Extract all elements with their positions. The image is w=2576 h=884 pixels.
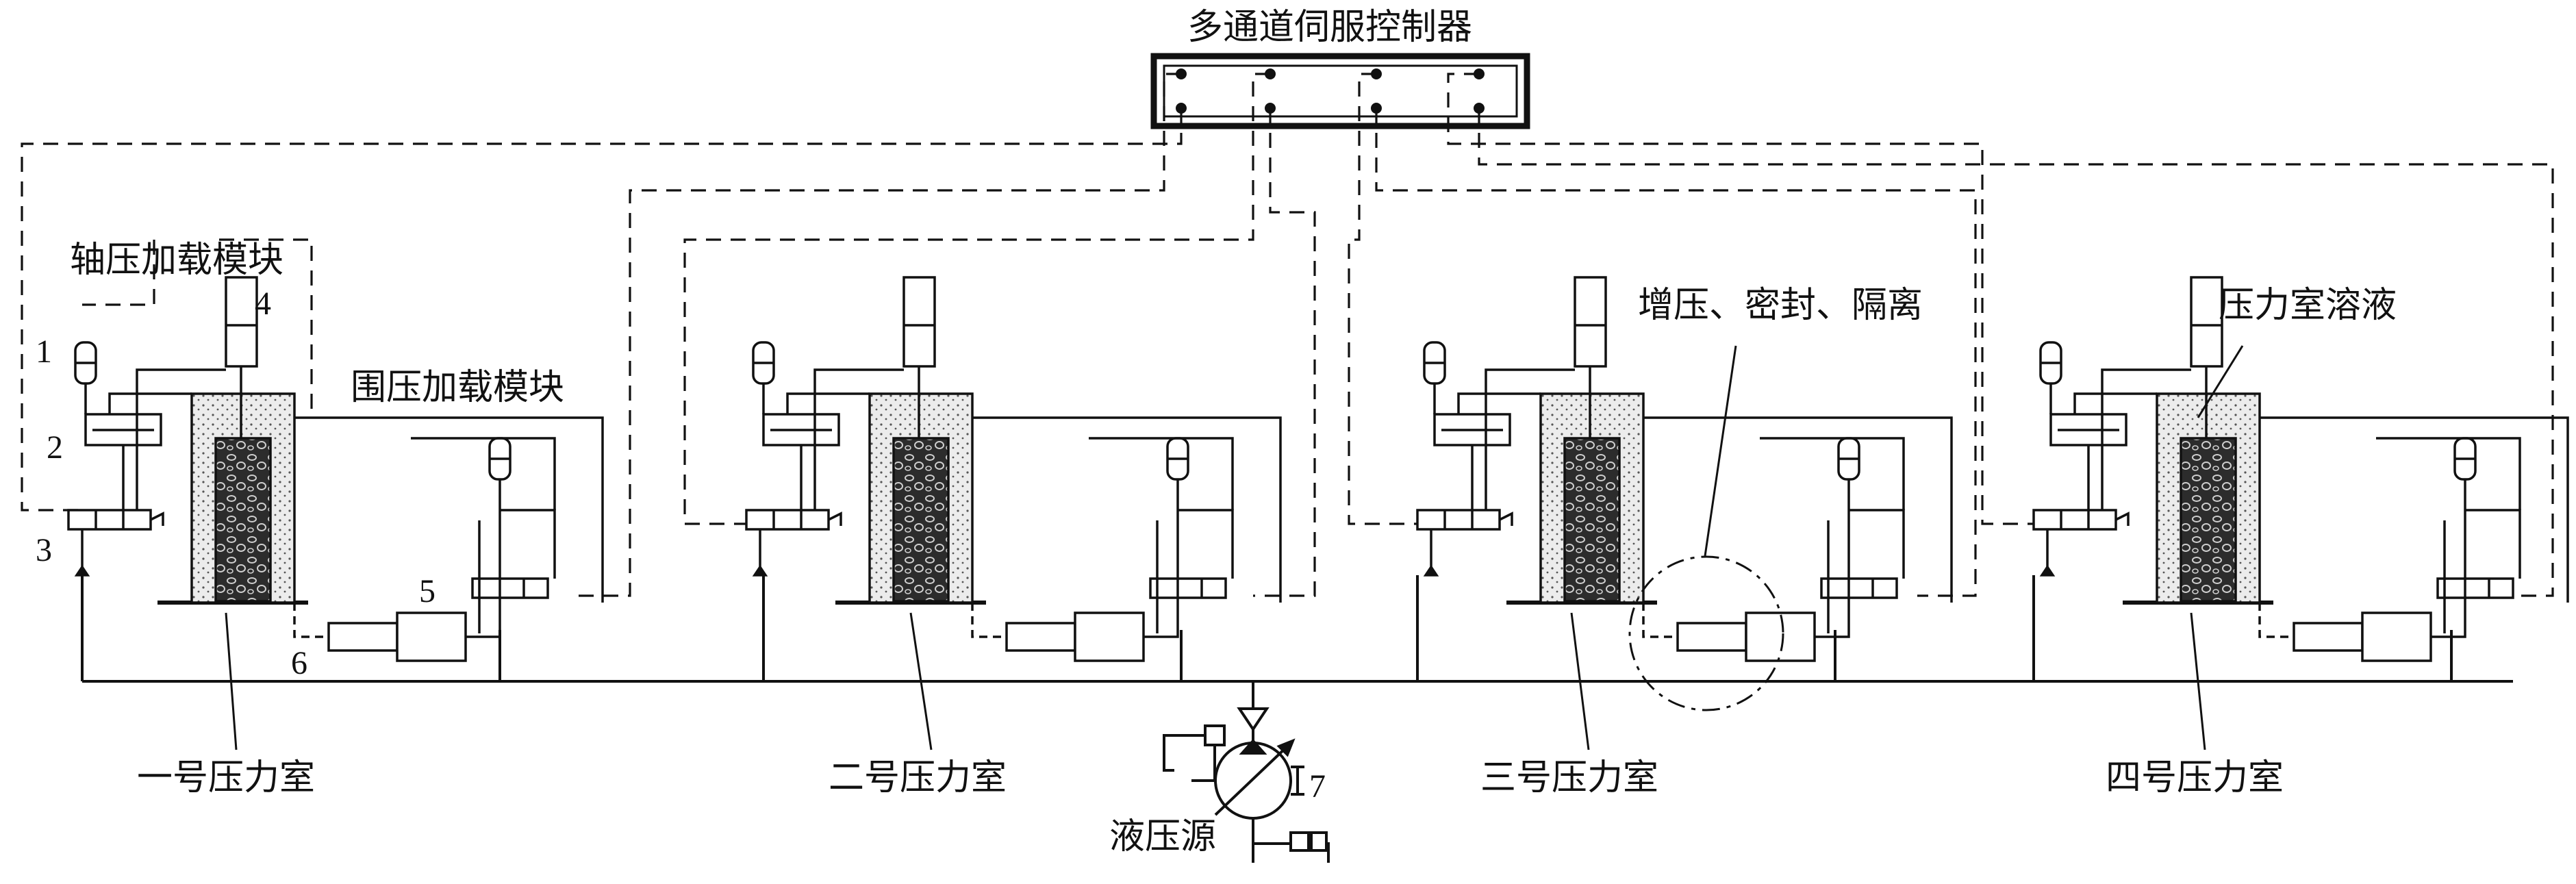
rock-specimen bbox=[2180, 437, 2237, 603]
chamber-3-label: 三号压力室 bbox=[1480, 757, 1659, 798]
axial-module-label: 轴压加载模块 bbox=[70, 240, 284, 281]
chamber-fluid-leader bbox=[2197, 345, 2244, 418]
part-number-7: 7 bbox=[1309, 768, 1326, 805]
check-valve-icon bbox=[1237, 707, 1270, 732]
hydraulic-source-label: 液压源 bbox=[1109, 816, 1217, 857]
servo-valve-icon bbox=[1416, 509, 1501, 531]
booster-large-cylinder bbox=[396, 611, 467, 662]
axial-actuator bbox=[225, 276, 258, 368]
signal-line-4-outer bbox=[1447, 73, 2034, 525]
signal-line-2-inner bbox=[1253, 108, 1316, 597]
booster-seal-callout bbox=[1628, 345, 1784, 711]
booster-large-cylinder bbox=[1074, 611, 1145, 662]
booster-large-cylinder bbox=[2361, 611, 2432, 662]
booster-small-cylinder bbox=[1676, 622, 1747, 652]
signal-line-2-outer bbox=[683, 73, 1270, 525]
relief-valve-icon bbox=[1204, 724, 1226, 746]
part-number-4: 4 bbox=[255, 286, 271, 322]
chamber-assembly-4 bbox=[2032, 276, 2569, 662]
chamber-2-label: 二号压力室 bbox=[829, 757, 1007, 798]
signal-line-1-inner bbox=[572, 73, 1181, 597]
hydraulic-source bbox=[1163, 707, 1330, 863]
rock-specimen bbox=[892, 437, 950, 603]
main-supply-line bbox=[81, 575, 2513, 709]
chamber-1-label: 一号压力室 bbox=[137, 757, 316, 798]
signal-lines bbox=[21, 73, 2554, 597]
part-number-3: 3 bbox=[36, 532, 52, 568]
chamber-assembly-3 bbox=[1416, 276, 1953, 662]
part-number-1: 1 bbox=[36, 333, 52, 370]
chamber-groups bbox=[67, 276, 2569, 662]
confining-servo-valve-icon bbox=[1149, 577, 1227, 599]
chamber-fluid-label: 压力室溶液 bbox=[2219, 285, 2397, 326]
signal-line-3-inner bbox=[1375, 108, 1977, 597]
chamber-4-label: 四号压力室 bbox=[2106, 757, 2284, 798]
signal-line-1-aux bbox=[219, 238, 313, 411]
chamber-assembly-2 bbox=[745, 276, 1282, 662]
servo-valve-icon bbox=[67, 509, 152, 531]
booster-seal-label: 增压、密封、隔离 bbox=[1638, 285, 1923, 326]
controller-title: 多通道伺服控制器 bbox=[1187, 7, 1473, 48]
booster-small-cylinder bbox=[327, 622, 399, 652]
chamber-assembly-1 bbox=[67, 276, 604, 662]
controller-box bbox=[1150, 53, 1530, 129]
servo-valve-icon bbox=[2032, 509, 2117, 531]
confining-servo-valve-icon bbox=[471, 577, 549, 599]
chamber-label-leaders bbox=[225, 612, 2206, 750]
confining-servo-valve-icon bbox=[1820, 577, 1898, 599]
booster-small-cylinder bbox=[1005, 622, 1076, 652]
part-number-6: 6 bbox=[291, 645, 307, 681]
signal-line-4-inner bbox=[1478, 108, 2554, 597]
booster-large-cylinder bbox=[1745, 611, 1816, 662]
part-number-2: 2 bbox=[47, 429, 63, 466]
part-number-5: 5 bbox=[419, 573, 435, 609]
rock-specimen bbox=[1563, 437, 1621, 603]
servo-valve-icon bbox=[745, 509, 830, 531]
signal-line-1-axial bbox=[82, 240, 155, 306]
signal-line-1-outer bbox=[21, 108, 1183, 512]
axial-actuator bbox=[2190, 276, 2223, 368]
rock-specimen bbox=[214, 437, 272, 603]
signal-line-3-outer bbox=[1348, 73, 1431, 525]
axial-actuator bbox=[1574, 276, 1607, 368]
axial-actuator bbox=[902, 276, 936, 368]
booster-small-cylinder bbox=[2293, 622, 2364, 652]
confining-module-label: 围压加载模块 bbox=[351, 367, 565, 408]
confining-servo-valve-icon bbox=[2436, 577, 2514, 599]
